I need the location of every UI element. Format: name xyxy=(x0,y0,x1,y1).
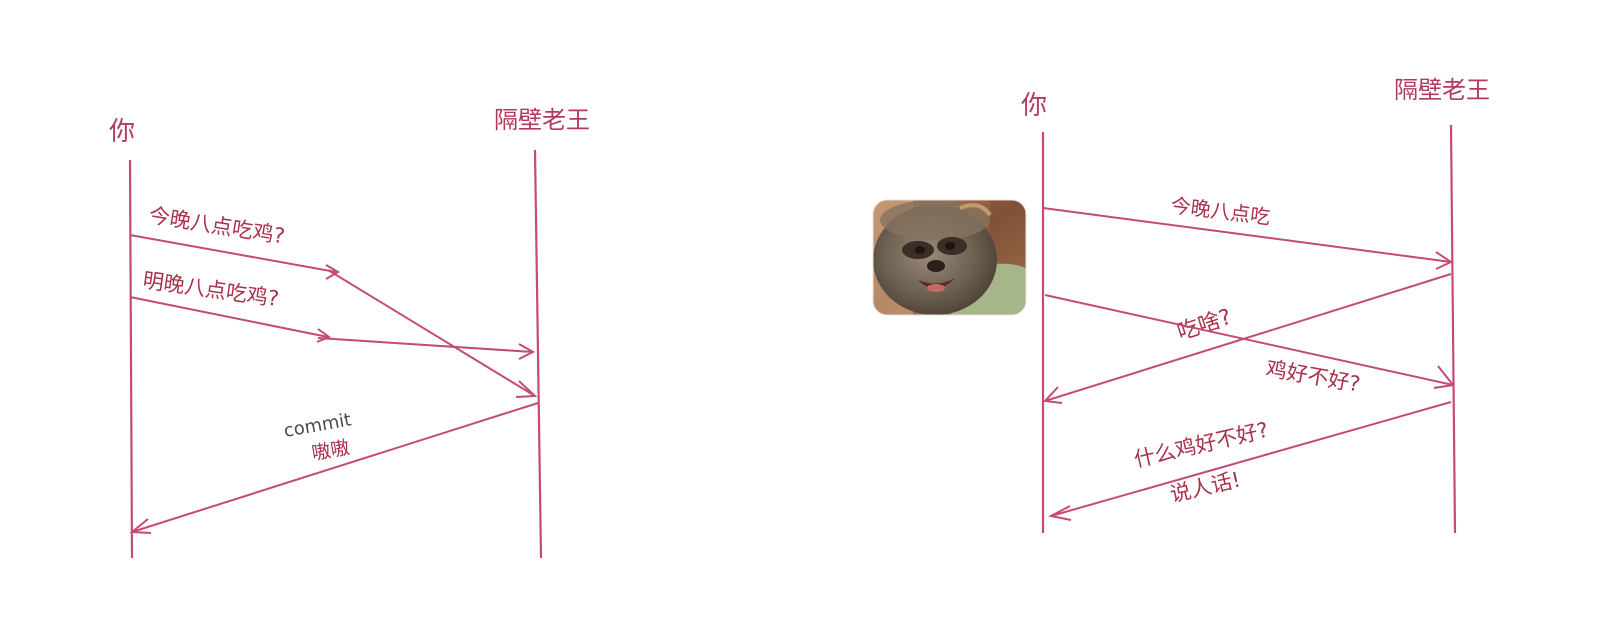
right-message-4-label-line2: 说人话! xyxy=(1168,467,1243,506)
left-participant-neighbor: 隔壁老王 xyxy=(494,106,590,134)
left-message-1-arrow xyxy=(129,234,538,398)
left-lifeline-neighbor xyxy=(533,149,543,559)
left-lifeline-you xyxy=(128,159,134,559)
right-participant-neighbor: 隔壁老王 xyxy=(1394,76,1490,104)
sloth-face-icon xyxy=(872,199,1027,316)
left-participant-you: 你 xyxy=(109,117,135,147)
left-message-2-label: 明晚八点吃鸡? xyxy=(141,268,280,311)
left-diagram: 你 隔壁老王 今晚八点吃鸡? 明晚八点吃鸡? commit 嗷嗷 xyxy=(109,106,590,559)
right-message-1-label: 今晚八点吃 xyxy=(1169,193,1271,229)
right-message-4-arrow xyxy=(1048,401,1452,521)
right-message-4-label-line1: 什么鸡好不好? xyxy=(1132,418,1271,472)
right-message-2-arrow xyxy=(1042,273,1452,404)
left-message-3-arrow xyxy=(129,402,539,534)
right-diagram: 你 隔壁老王 今晚八点吃 吃啥? 鸡好不好? 什么鸡好不好? 说人话! xyxy=(1021,76,1490,534)
right-message-3-arrow xyxy=(1044,294,1455,389)
left-message-2-arrow xyxy=(129,296,536,360)
right-participant-you: 你 xyxy=(1021,91,1047,121)
left-message-3-label-line2: 嗷嗷 xyxy=(310,437,351,465)
right-message-1-arrow xyxy=(1042,207,1454,270)
right-lifeline-neighbor xyxy=(1449,124,1457,534)
